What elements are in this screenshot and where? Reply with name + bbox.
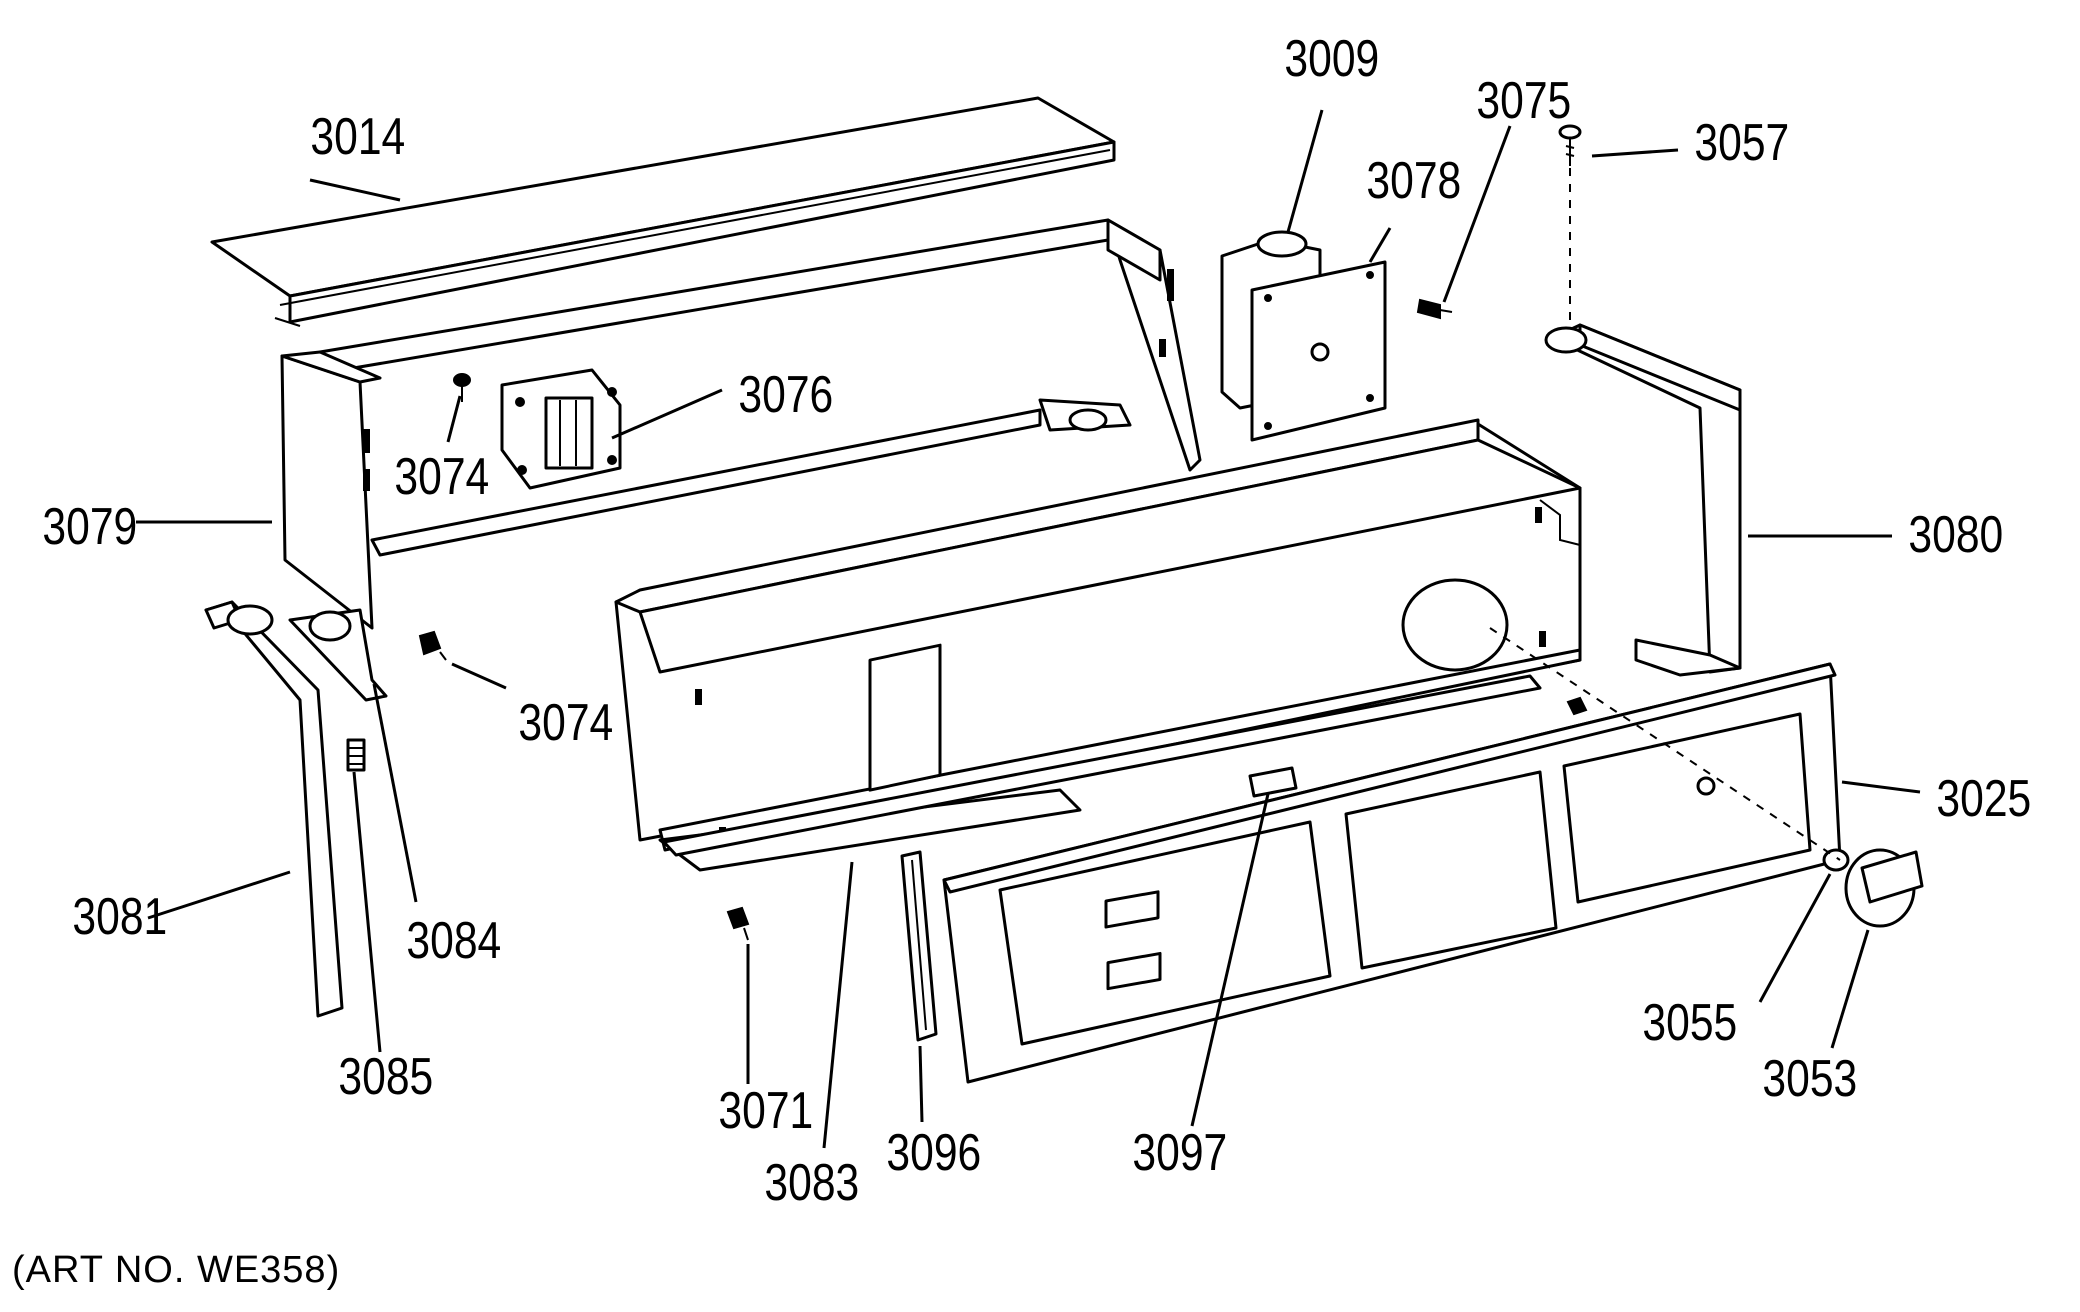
callout-3071: 3071 <box>718 1082 813 1140</box>
part-3080-side-bracket <box>1544 323 1742 677</box>
art-number-note: (ART NO. WE358) <box>12 1249 340 1291</box>
callout-3075: 3075 <box>1476 72 1571 130</box>
part-small-screw <box>1566 696 1588 716</box>
callout-3076: 3076 <box>738 366 833 424</box>
part-3076-bracket <box>500 368 622 490</box>
part-3097-clip <box>1248 766 1298 798</box>
part-3079-rear-frame <box>280 218 1202 630</box>
callout-3055: 3055 <box>1642 994 1737 1052</box>
callout-3084: 3084 <box>406 912 501 970</box>
part-3057-screw <box>1558 124 1582 166</box>
part-3084-corner-bracket <box>288 608 388 702</box>
callout-3085: 3085 <box>338 1048 433 1106</box>
part-3055-nut <box>1822 848 1850 872</box>
part-3014-top-cover <box>210 96 1116 327</box>
part-3096-strip <box>900 850 938 1042</box>
part-3053-knob <box>1844 848 1924 928</box>
callout-3096: 3096 <box>886 1124 981 1182</box>
callout-3083: 3083 <box>764 1154 859 1212</box>
callout-labels: 3014 3009 3075 3057 3078 3076 3074 3079 … <box>12 30 2031 1291</box>
callout-3074-lower: 3074 <box>518 694 613 752</box>
callout-3053: 3053 <box>1762 1050 1857 1108</box>
part-3074-screw-lower <box>418 630 447 661</box>
callout-3057: 3057 <box>1694 114 1789 172</box>
leader-lines <box>136 109 1921 1149</box>
alignment-lines <box>1489 168 1841 861</box>
part-3081-side-bracket <box>204 600 344 1018</box>
callout-3009: 3009 <box>1284 30 1379 88</box>
callout-3014: 3014 <box>310 108 405 166</box>
callout-3025: 3025 <box>1936 770 2031 828</box>
part-3071-screw <box>726 906 750 941</box>
callout-3081: 3081 <box>72 888 167 946</box>
callout-3074-upper: 3074 <box>394 448 489 506</box>
part-3075-screw <box>1416 298 1453 320</box>
callout-3080: 3080 <box>1908 506 2003 564</box>
part-console-panel <box>614 418 1582 872</box>
callout-3097: 3097 <box>1132 1124 1227 1182</box>
part-3074-screw-upper <box>453 373 471 402</box>
part-3078-mounting-plate <box>1250 260 1387 442</box>
part-3083-trim <box>662 674 1542 857</box>
callout-3078: 3078 <box>1366 152 1461 210</box>
callout-3079: 3079 <box>42 498 137 556</box>
part-3085-screw <box>346 738 366 772</box>
